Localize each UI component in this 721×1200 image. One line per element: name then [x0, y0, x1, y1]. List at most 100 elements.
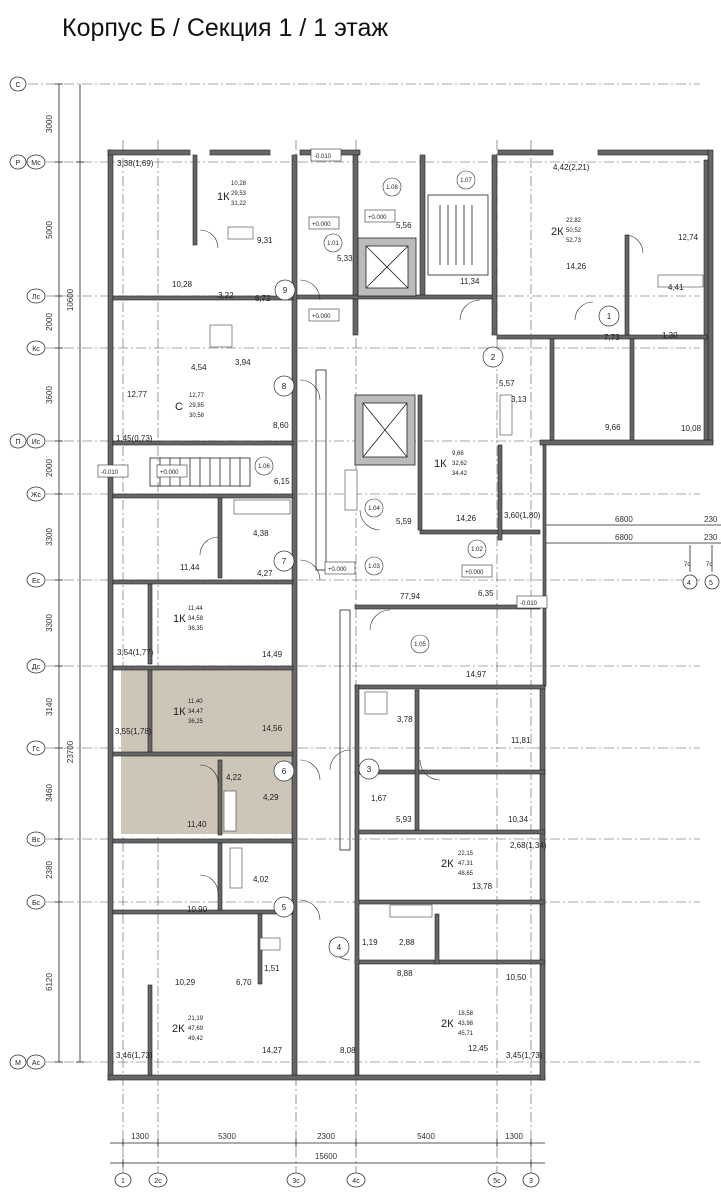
door-swings: [199, 229, 644, 961]
dim-label: 5000: [45, 221, 54, 239]
axis-label: Жс: [31, 492, 41, 499]
level-mark: +0.000: [312, 314, 331, 320]
apartment-labels: 1К 10,28 29,53 31,22 2К 22,82 50,52 52,7…: [172, 181, 582, 1042]
dim-label: 6120: [45, 973, 54, 991]
dim-label: 3000: [45, 115, 54, 133]
room-area: 12,77: [127, 390, 148, 399]
room-area: 1,19: [362, 938, 378, 947]
room-area: 7,73: [604, 333, 620, 342]
axis-label: 3: [529, 1178, 533, 1185]
room-area: 14,26: [566, 262, 587, 271]
dim-label: 6800: [615, 515, 633, 524]
room-area: 8,88: [397, 969, 413, 978]
room-area: 5,93: [396, 815, 412, 824]
room-area: 77,94: [400, 592, 421, 601]
axis-label: 7с: [706, 562, 712, 568]
apartment-living-area: 22,82: [566, 218, 582, 224]
apartment-number: 3: [367, 765, 372, 774]
bottom-dimension-labels: 1300 5300 2300 5400 1300 15600: [131, 1132, 523, 1161]
apartment-living-area: 11,44: [188, 606, 203, 612]
apartment-number: 9: [283, 286, 288, 295]
dim-label: 2000: [45, 459, 54, 477]
room-area: 11,34: [460, 277, 480, 286]
dim-label: 5300: [218, 1132, 236, 1141]
level-mark: +0.000: [368, 215, 387, 221]
dim-label: 2000: [45, 313, 54, 331]
axis-label: С: [15, 82, 20, 89]
room-tag: 1.02: [471, 547, 483, 553]
axis-label: 1: [121, 1178, 125, 1185]
room-area: 10,28: [172, 280, 193, 289]
room-area: 1,30: [662, 331, 678, 340]
room-area: 3,94: [235, 358, 251, 367]
room-tag: 1.04: [368, 506, 380, 512]
left-dimension-labels: 3000 5000 10600 2000 3600 2000 3300 3300…: [45, 115, 75, 991]
apartment-type: 1К: [173, 613, 186, 625]
axis-label: Лс: [32, 294, 41, 301]
dim-label: 23700: [66, 740, 75, 763]
axis-label: 5: [709, 580, 713, 587]
apartment-number-labels: 9 1 2 8 7 6 3 5 4: [282, 286, 612, 952]
dim-label: 3300: [45, 614, 54, 632]
room-tag: 1.06: [258, 464, 270, 470]
room-area: 11,40: [187, 820, 207, 829]
room-area: 4,02: [253, 875, 269, 884]
axis-label: Мс: [31, 160, 41, 167]
room-area: 4,27: [257, 569, 273, 578]
axis-label: Ес: [32, 578, 41, 585]
apartment-living-area: 10,28: [231, 181, 247, 187]
apartment-total-area: 29,85: [189, 403, 205, 409]
apartment-total-with-balcony: 52,73: [566, 238, 582, 244]
apartment-total-area: 47,69: [188, 1026, 204, 1032]
apartment-total-with-balcony: 48,65: [458, 871, 474, 877]
level-mark: -0.010: [101, 470, 119, 476]
apartment-type: С: [175, 401, 183, 413]
dim-label: 3300: [45, 528, 54, 546]
level-mark: -0.010: [520, 601, 538, 607]
row-axis-markers: [9, 76, 46, 1070]
axis-label: 2с: [154, 1178, 162, 1185]
room-area: 14,97: [466, 670, 487, 679]
axis-label: 4с: [352, 1178, 360, 1185]
axis-label: 3с: [292, 1178, 300, 1185]
dim-label: 230: [704, 515, 718, 524]
room-area: 4,41: [668, 283, 684, 292]
level-mark-boxes: [97, 148, 548, 609]
axis-label: Р: [16, 160, 21, 167]
dim-label: 2300: [317, 1132, 335, 1141]
apartment-number: 7: [282, 557, 287, 566]
level-mark: +0.000: [328, 567, 347, 573]
fixtures: [209, 226, 704, 951]
room-area: 4,38: [253, 529, 269, 538]
room-area: 9,31: [257, 236, 273, 245]
room-tag-labels: 1.08 1.07 1.01 1.06 1.04 1.03 1.02 1.05: [258, 178, 483, 648]
column-axis-markers: [114, 1172, 540, 1188]
room-area: 8,08: [340, 1046, 356, 1055]
room-area: 4,54: [191, 363, 207, 372]
left-dimension-lines: [55, 83, 84, 1063]
room-area: 10,08: [681, 424, 702, 433]
room-area: 6,15: [274, 477, 290, 486]
room-area: 14,49: [262, 650, 283, 659]
apartment-total-with-balcony: 36,35: [188, 626, 204, 632]
apartment-living-area: 12,77: [189, 393, 205, 399]
apartment-living-area: 11,40: [188, 699, 203, 705]
room-tag-circles: [254, 170, 487, 654]
axis-label: П: [15, 439, 20, 446]
room-area: 5,56: [396, 221, 412, 230]
apartment-total-with-balcony: 45,71: [458, 1031, 474, 1037]
room-area: 4,29: [263, 793, 279, 802]
room-area: 1,51: [264, 964, 280, 973]
room-area: 12,74: [678, 233, 699, 242]
highlighted-apartment[interactable]: [121, 668, 293, 834]
apartment-total-area: 32,62: [452, 461, 468, 467]
room-area: 14,27: [262, 1046, 283, 1055]
apartment-total-with-balcony: 36,25: [188, 719, 204, 725]
right-axis-markers: [682, 574, 720, 590]
dim-label: 15600: [315, 1152, 338, 1161]
room-area: 10,50: [506, 973, 527, 982]
dim-label: 230: [704, 533, 718, 542]
axis-label: М: [15, 1060, 21, 1067]
stairs-and-elevators: [149, 194, 489, 851]
apartment-total-with-balcony: 34,42: [452, 471, 468, 477]
